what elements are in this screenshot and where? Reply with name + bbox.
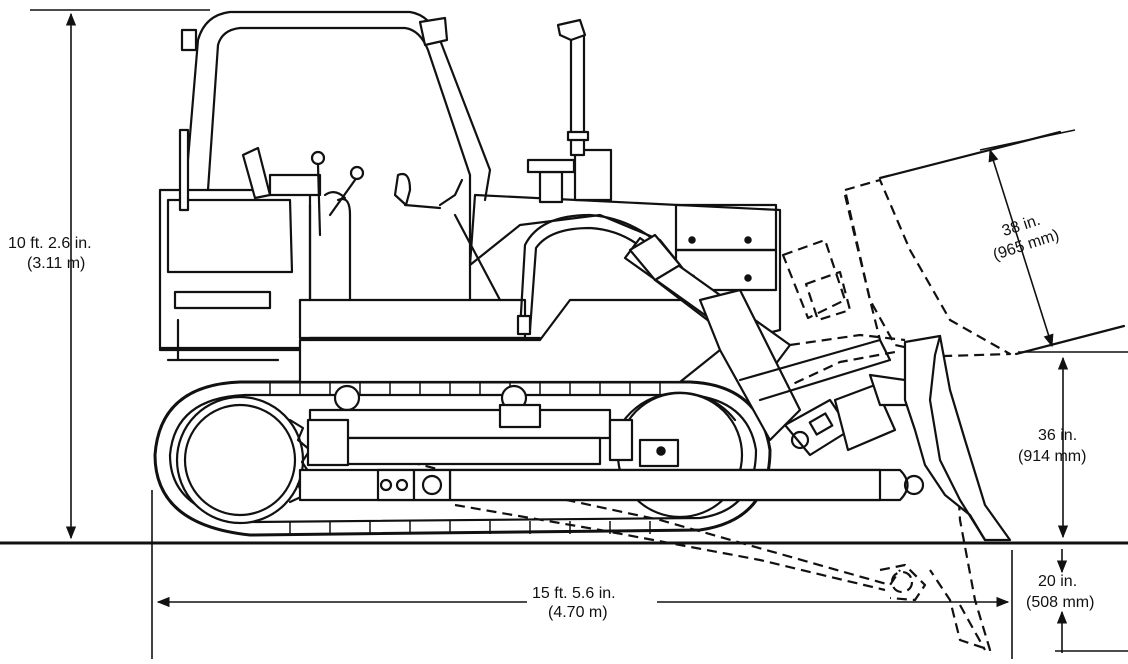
track-assembly: [153, 380, 772, 537]
dozer-blade: [903, 334, 1012, 542]
blade-height-metric-label: (914 mm): [1018, 448, 1086, 465]
operator-cab: [178, 10, 502, 302]
tilt-cylinder: [833, 373, 912, 452]
length-metric-label: (4.70 m): [548, 604, 608, 621]
blade-height-imperial-label: 36 in.: [1038, 427, 1077, 444]
blade-drop-imperial-label: 20 in.: [1038, 573, 1077, 590]
lowered-blade-outline: [409, 433, 992, 652]
blade-drop-metric-label: (508 mm): [1026, 594, 1094, 611]
push-arm: [298, 468, 909, 502]
machine-body: [158, 18, 782, 384]
raised-blade-outline: [779, 130, 1126, 391]
lift-cylinder: [516, 213, 892, 457]
length-imperial-label: 15 ft. 5.6 in.: [532, 585, 616, 602]
height-metric-label: (3.11 m): [27, 255, 85, 272]
height-imperial-label: 10 ft. 2.6 in.: [8, 235, 92, 252]
